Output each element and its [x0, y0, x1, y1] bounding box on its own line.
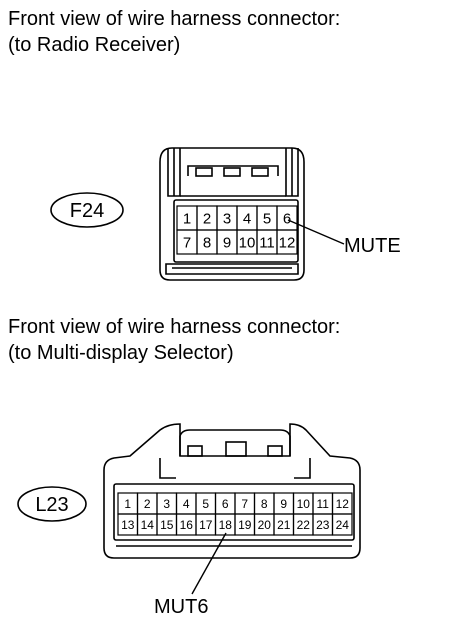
pin-label-18: 18 — [219, 518, 233, 532]
callout-label-mut6: MUT6 — [154, 596, 208, 618]
caption-line-1: Front view of wire harness connector: — [8, 316, 341, 338]
pin-label-10: 10 — [297, 497, 311, 511]
connector-id-l23: L23 — [35, 494, 68, 516]
pin-label-1: 1 — [124, 497, 131, 511]
pin-label-14: 14 — [141, 518, 155, 532]
pin-label-19: 19 — [238, 518, 252, 532]
callout-label-mute: MUTE — [344, 235, 401, 257]
pin-label-8: 8 — [203, 234, 211, 251]
callout-leader-mute — [287, 219, 345, 245]
pin-cell — [276, 229, 298, 255]
caption-line-2: (to Radio Receiver) — [8, 34, 181, 56]
pin-label-5: 5 — [202, 497, 209, 511]
pin-label-2: 2 — [203, 210, 211, 227]
pin-label-11: 11 — [317, 497, 330, 511]
pin-label-17: 17 — [199, 518, 213, 532]
connector-id-badge-l23 — [17, 486, 87, 522]
pin-label-9: 9 — [223, 234, 231, 251]
pin-label-15: 15 — [160, 518, 174, 532]
pin-label-12: 12 — [336, 497, 350, 511]
pin-label-16: 16 — [180, 518, 194, 532]
pin-label-21: 21 — [277, 518, 291, 532]
connector-f24-body — [159, 147, 305, 281]
connector-l23-body — [103, 423, 361, 559]
caption-radio-receiver: Front view of wire harness connector: (t… — [8, 6, 340, 58]
pin-cell — [331, 513, 353, 536]
pin-label-9: 9 — [280, 497, 287, 511]
pin-label-7: 7 — [241, 497, 248, 511]
pin-label-6: 6 — [283, 210, 291, 227]
caption-line-1: Front view of wire harness connector: — [8, 8, 341, 30]
caption-line-2: (to Multi-display Selector) — [8, 342, 234, 364]
pin-label-13: 13 — [121, 518, 135, 532]
pin-label-12: 12 — [279, 234, 296, 251]
pin-label-7: 7 — [183, 234, 191, 251]
pin-label-22: 22 — [297, 518, 311, 532]
pin-label-8: 8 — [261, 497, 268, 511]
pin-label-10: 10 — [239, 234, 256, 251]
pin-label-24: 24 — [336, 518, 350, 532]
callout-leader-mut6 — [191, 532, 227, 595]
pin-label-11: 11 — [259, 234, 275, 251]
pin-label-4: 4 — [183, 497, 190, 511]
connector-id-badge-f24 — [50, 192, 124, 228]
pin-label-5: 5 — [263, 210, 271, 227]
pin-label-6: 6 — [222, 497, 229, 511]
pin-label-20: 20 — [258, 518, 272, 532]
pin-label-3: 3 — [223, 210, 231, 227]
connector-id-f24: F24 — [70, 200, 104, 222]
pin-label-2: 2 — [144, 497, 151, 511]
pin-label-1: 1 — [183, 210, 191, 227]
pin-label-23: 23 — [316, 518, 330, 532]
pin-label-3: 3 — [163, 497, 170, 511]
pin-label-4: 4 — [243, 210, 251, 227]
caption-multi-display-selector: Front view of wire harness connector: (t… — [8, 314, 340, 366]
